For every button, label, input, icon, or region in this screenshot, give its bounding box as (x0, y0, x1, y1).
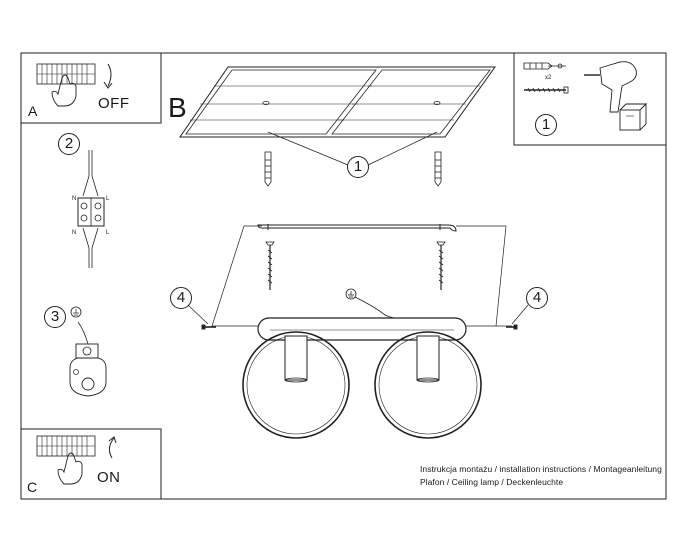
callout-step-1-drill-holes: 1 (347, 156, 369, 178)
callout-step-1-tools: 1 (535, 114, 557, 136)
panel-b-label: B (168, 92, 187, 123)
fuse-box-off (36, 63, 96, 85)
drill-hole-right (433, 101, 441, 106)
spot-cylinder-right (416, 335, 440, 383)
wire-label-n-top: N (72, 196, 77, 202)
tool-panel (513, 52, 667, 146)
side-screw-left (187, 304, 216, 330)
kit-quantity: x2 (545, 75, 552, 81)
outer-frame (20, 52, 667, 500)
mounting-bracket (257, 224, 457, 232)
off-label: OFF (98, 95, 130, 112)
panel-c-label: C (27, 479, 38, 495)
ground-terminal-detail (69, 306, 107, 397)
callout-step-4-left-screw: 4 (170, 287, 192, 309)
wall-plug-left (264, 151, 272, 187)
wiring-detail (77, 150, 105, 268)
wire-label-l-bottom: L (106, 230, 110, 236)
side-screw-right (506, 304, 529, 330)
wall-plug-right (434, 151, 442, 187)
screw-icon (524, 86, 569, 94)
caption-line-2: Plafon / Ceiling lamp / Deckenleuchte (420, 477, 564, 487)
callout-step-4-right-screw: 4 (526, 287, 548, 309)
wall-plug-icon (523, 62, 566, 70)
ring-shade-right (374, 331, 482, 439)
perspective-outline (211, 225, 512, 327)
wire-label-n-bottom: N (72, 230, 77, 236)
ground-symbol-icon (345, 288, 357, 300)
panel-c (20, 428, 162, 500)
caption-line-1: Instrukcja montażu / installation instru… (420, 464, 662, 474)
callout-1-leaders (267, 131, 438, 166)
spot-cylinder-left (284, 335, 308, 383)
callout-step-2-wiring: 2 (58, 133, 80, 155)
panel-a (20, 52, 162, 124)
screw-left (265, 241, 275, 290)
on-label: ON (97, 469, 121, 486)
hand-icon (51, 74, 77, 107)
drill-hole-left (262, 101, 270, 106)
fuse-box-on (36, 435, 96, 457)
panel-a-label: A (28, 103, 38, 119)
ceiling-plate (179, 66, 496, 138)
screw-right (436, 241, 446, 290)
wire-label-l-top: L (106, 196, 110, 202)
arrow-down-icon (107, 63, 112, 87)
ring-shade-left (242, 331, 350, 439)
hand-icon (57, 452, 83, 485)
ground-symbol-icon (70, 306, 82, 318)
callout-step-3-ground: 3 (44, 306, 66, 328)
ground-connection (345, 288, 409, 320)
arrow-up-icon (108, 437, 115, 459)
drill-icon (584, 61, 648, 131)
